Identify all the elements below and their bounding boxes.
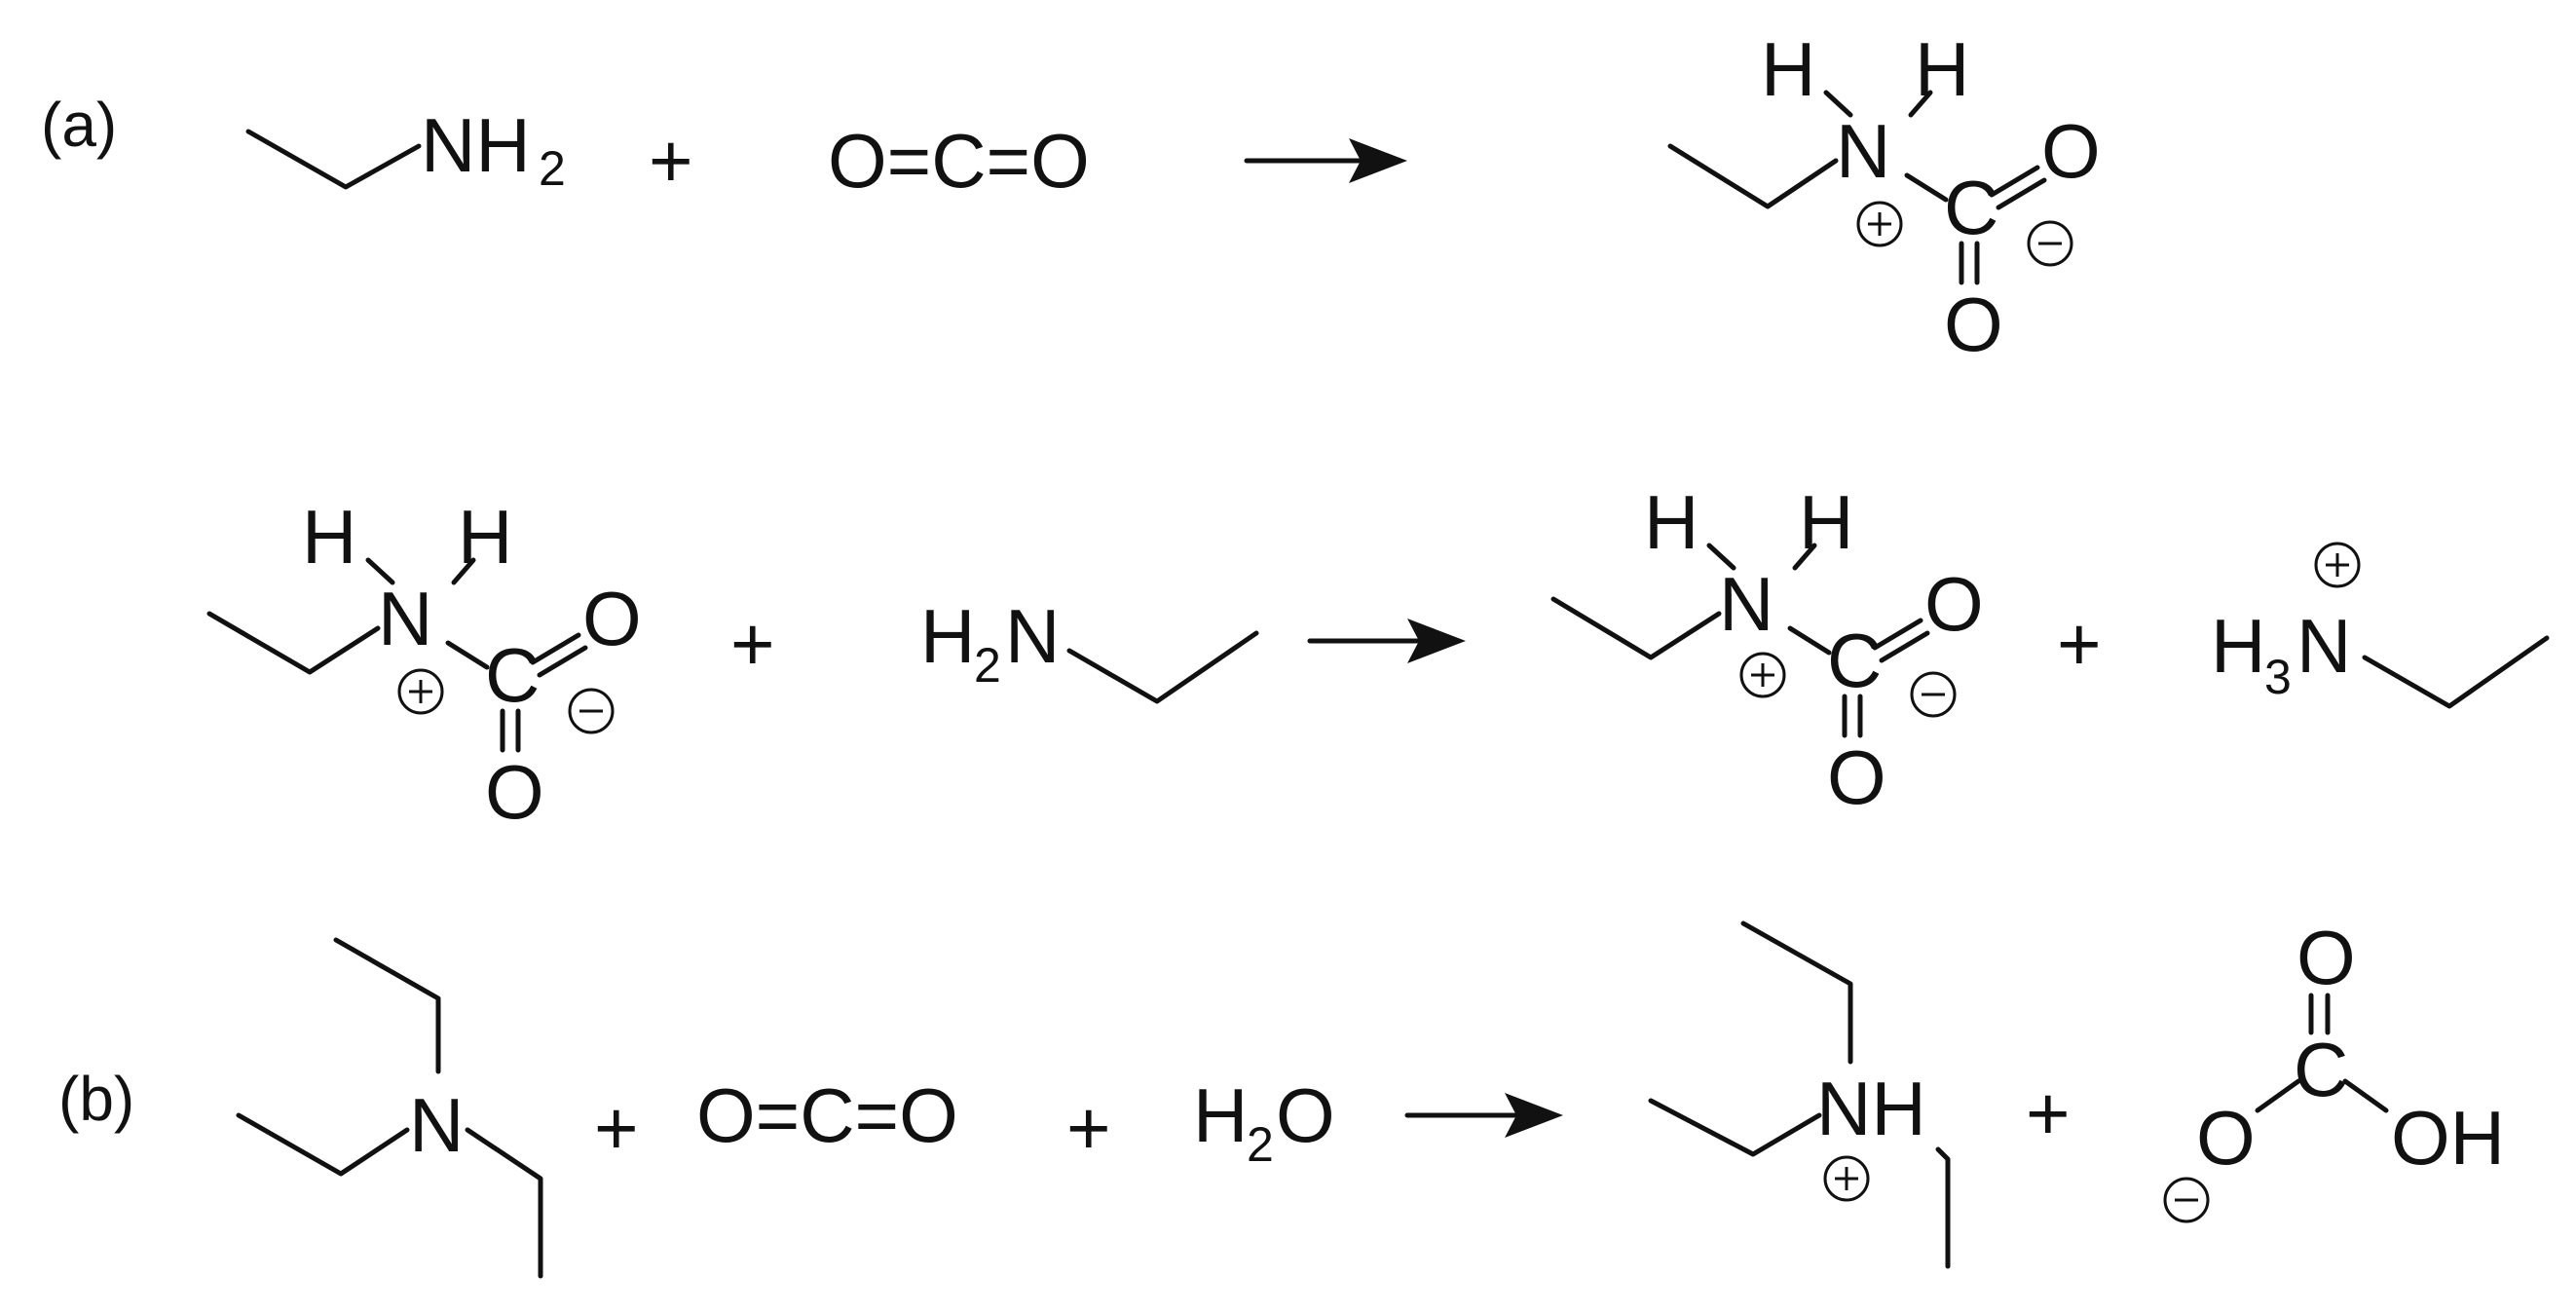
part-label-b: (b): [58, 1064, 134, 1134]
zwitterion-reactant: N H H C O O: [206, 494, 642, 835]
part-label-a: (a): [41, 90, 117, 160]
carbon-atom: C: [1944, 165, 1998, 250]
h3n-subscript: 3: [2264, 650, 2292, 704]
water-molecule: H 2 O: [1193, 1072, 1335, 1172]
carbon-atom: C: [485, 632, 540, 718]
positive-charge-icon: [2314, 542, 2361, 588]
hydrogen-atom: H: [302, 494, 356, 580]
carbon-atom: C: [1827, 618, 1882, 703]
plus-sign: +: [649, 118, 693, 204]
h2n-hydrogen: H: [920, 593, 975, 679]
triethylammonium-ion: NH: [1648, 920, 1951, 1269]
positive-charge-icon: [1823, 1155, 1870, 1202]
bicarbonate-ion: O C O OH: [2163, 915, 2505, 1223]
nitrogen-atom: N: [1836, 108, 1890, 194]
oxygen-atom: O: [2196, 1095, 2256, 1181]
water-subscript: 2: [1247, 1117, 1274, 1172]
nh2-group: NH: [421, 102, 531, 188]
zwitterion-product: N H H C O O: [1667, 26, 2101, 367]
positive-charge-icon: [1856, 201, 1903, 247]
oxygen-atom: O: [2041, 108, 2101, 194]
h3n-hydrogen: H: [2211, 603, 2265, 689]
reaction-arrow: [1404, 1093, 1563, 1138]
hydrogen-atom: H: [1644, 479, 1699, 565]
reaction-arrow: [1244, 138, 1407, 183]
triethylamine-molecule: N: [236, 937, 543, 1279]
plus-sign: +: [2026, 1070, 2071, 1156]
h2n-nitrogen: N: [1005, 593, 1060, 679]
carbon-atom: C: [2294, 1027, 2348, 1112]
oxygen-atom: O: [1827, 734, 1886, 820]
positive-charge-icon: [397, 668, 444, 715]
nh-group: NH: [1816, 1066, 1926, 1151]
plus-sign: +: [2057, 601, 2102, 687]
hydroxyl-group: OH: [2391, 1095, 2505, 1181]
negative-charge-icon: [568, 688, 615, 734]
oxygen-atom: O: [2296, 915, 2356, 1000]
oxygen-atom: O: [485, 749, 544, 835]
plus-sign: +: [1066, 1085, 1111, 1171]
negative-charge-icon: [2163, 1177, 2210, 1223]
h3n-nitrogen: N: [2296, 603, 2351, 689]
ethylammonium-ion: H 3 N: [2211, 542, 2550, 709]
oxygen-atom: O: [582, 576, 642, 661]
water-hydrogen: H: [1193, 1072, 1248, 1158]
reaction-arrow: [1307, 619, 1466, 663]
zwitterion-product: N H H C O O: [1550, 479, 1984, 820]
carbon-dioxide: O=C=O: [696, 1072, 958, 1158]
oxygen-atom: O: [1924, 561, 1984, 647]
water-oxygen: O: [1276, 1072, 1335, 1158]
h2n-subscript: 2: [974, 638, 1001, 693]
negative-charge-icon: [1910, 671, 1957, 718]
oxygen-atom: O: [1944, 282, 2003, 367]
nh2-subscript: 2: [539, 141, 566, 196]
ethylamine-molecule: H 2 N: [920, 593, 1259, 704]
hydrogen-atom: H: [1761, 26, 1815, 112]
plus-sign: +: [594, 1085, 639, 1171]
carbon-dioxide: O=C=O: [828, 118, 1090, 204]
plus-sign: +: [730, 601, 775, 687]
nitrogen-atom: N: [409, 1082, 464, 1168]
nitrogen-atom: N: [378, 576, 432, 661]
positive-charge-icon: [1739, 652, 1786, 698]
negative-charge-icon: [2027, 220, 2073, 267]
nitrogen-atom: N: [1719, 561, 1773, 647]
ethylamine-molecule: NH 2: [245, 102, 566, 196]
